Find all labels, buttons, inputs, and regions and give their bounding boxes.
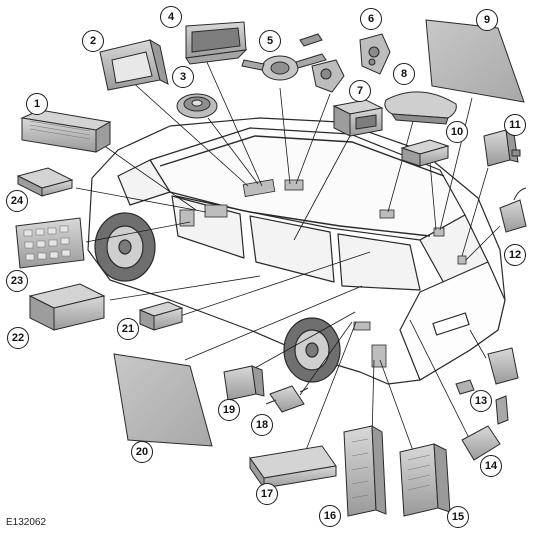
leader-13	[469, 329, 487, 359]
callout-15: 15	[447, 506, 469, 528]
component-18-module	[265, 385, 309, 413]
leader-5	[279, 87, 291, 185]
leader-22	[109, 275, 261, 301]
callout-10: 10	[446, 121, 468, 143]
number-plate	[432, 312, 470, 336]
callout-18: 18	[251, 414, 273, 436]
callout-24: 24	[6, 190, 28, 212]
callout-11: 11	[504, 114, 526, 136]
component-24-module	[16, 167, 74, 197]
component-14-module	[461, 395, 509, 461]
vehicle-body	[87, 117, 506, 385]
callout-20: 20	[131, 441, 153, 463]
component-4-instrument-cluster	[185, 21, 248, 65]
callout-19: 19	[218, 399, 240, 421]
leader-11	[461, 167, 489, 257]
component-23-junction-box	[15, 217, 85, 269]
component-5-steering-column-switches	[241, 33, 327, 81]
callout-6: 6	[360, 8, 382, 30]
component-15-module	[399, 443, 451, 517]
leader-24	[75, 187, 207, 213]
callout-3: 3	[172, 66, 194, 88]
callout-7: 7	[349, 80, 371, 102]
component-12-module	[499, 187, 527, 233]
leader-18	[299, 321, 353, 396]
component-16-module	[343, 425, 387, 517]
leader-21	[179, 251, 371, 317]
vehicle-wheels	[94, 212, 341, 383]
leader-12	[465, 225, 501, 261]
leader-17	[305, 321, 357, 451]
leader-14	[409, 319, 471, 441]
leader-16	[371, 359, 375, 439]
leader-2	[129, 79, 249, 187]
component-7-control-module	[332, 99, 384, 137]
component-2-touch-screen	[99, 38, 169, 91]
leader-4	[205, 59, 263, 187]
component-22-module	[28, 283, 106, 331]
component-6-steering-wheel-switch	[359, 33, 391, 75]
callout-5: 5	[259, 30, 281, 52]
leader-10	[429, 161, 437, 231]
component-9-window-panel	[425, 19, 525, 103]
component-21-module	[138, 301, 184, 331]
leader-23	[85, 221, 191, 243]
leader-6	[295, 93, 331, 185]
leader-8	[387, 113, 416, 213]
callout-21: 21	[117, 318, 139, 340]
callout-2: 2	[82, 30, 104, 52]
callout-4: 4	[160, 6, 182, 28]
component-5-steering-wheel-switch-pack	[311, 59, 345, 93]
callout-12: 12	[504, 244, 526, 266]
component-10-module	[400, 139, 450, 167]
in-vehicle-markers	[179, 179, 467, 368]
component-1-amplifier	[20, 109, 112, 153]
component-13-connector	[455, 347, 519, 395]
component-8-roof-antenna	[384, 91, 457, 125]
leader-7	[293, 135, 351, 241]
roof-rails	[159, 135, 445, 237]
callout-8: 8	[393, 63, 415, 85]
vehicle-side-window-rear	[249, 215, 335, 283]
callout-14: 14	[480, 455, 502, 477]
callout-1: 1	[26, 93, 48, 115]
component-3-speaker	[176, 93, 218, 119]
callout-9: 9	[476, 9, 498, 31]
callout-13: 13	[470, 390, 492, 412]
component-17-module	[249, 445, 337, 490]
figure-reference-code: E132062	[6, 517, 47, 528]
component-20-glass-panel	[113, 353, 213, 447]
leader-20	[184, 285, 363, 361]
leader-1	[95, 139, 197, 211]
callout-17: 17	[256, 483, 278, 505]
leader-19	[254, 311, 356, 369]
component-19-module	[223, 365, 265, 401]
leader-9	[439, 97, 473, 231]
vehicle-side-window-quarter	[337, 233, 421, 291]
leader-3	[207, 117, 259, 185]
callout-16: 16	[319, 505, 341, 527]
callout-22: 22	[7, 327, 29, 349]
callout-23: 23	[6, 270, 28, 292]
